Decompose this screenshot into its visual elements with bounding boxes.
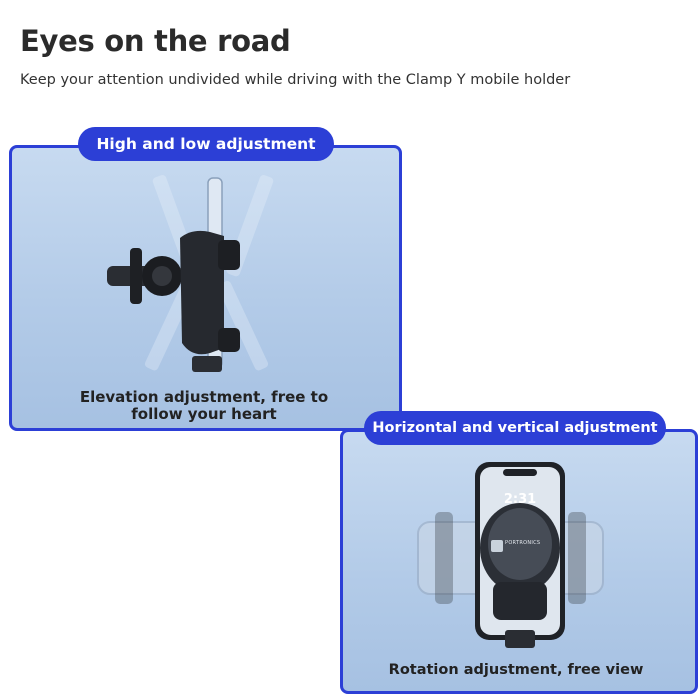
brand-logo: PORTRONICS xyxy=(505,540,541,546)
caption-rotation-adjustment: Rotation adjustment, free view xyxy=(388,662,644,678)
badge-high-low-adjustment: High and low adjustment xyxy=(78,127,334,161)
subheadline: Keep your attention undivided while driv… xyxy=(20,72,571,88)
badge-horizontal-vertical-adjustment: Horizontal and vertical adjustment xyxy=(364,411,666,445)
panel-high-low-adjustment xyxy=(9,145,402,431)
headline: Eyes on the road xyxy=(20,24,291,58)
rotating-holder-front-view-illustration xyxy=(417,462,604,648)
caption-elevation-adjustment: Elevation adjustment, free to follow you… xyxy=(79,388,329,423)
phone-clock: 2:31 xyxy=(503,492,537,507)
panel-horizontal-vertical-adjustment: 2:31 PORTRONICS xyxy=(340,429,698,694)
vent-mount-side-view-illustration xyxy=(107,175,274,372)
